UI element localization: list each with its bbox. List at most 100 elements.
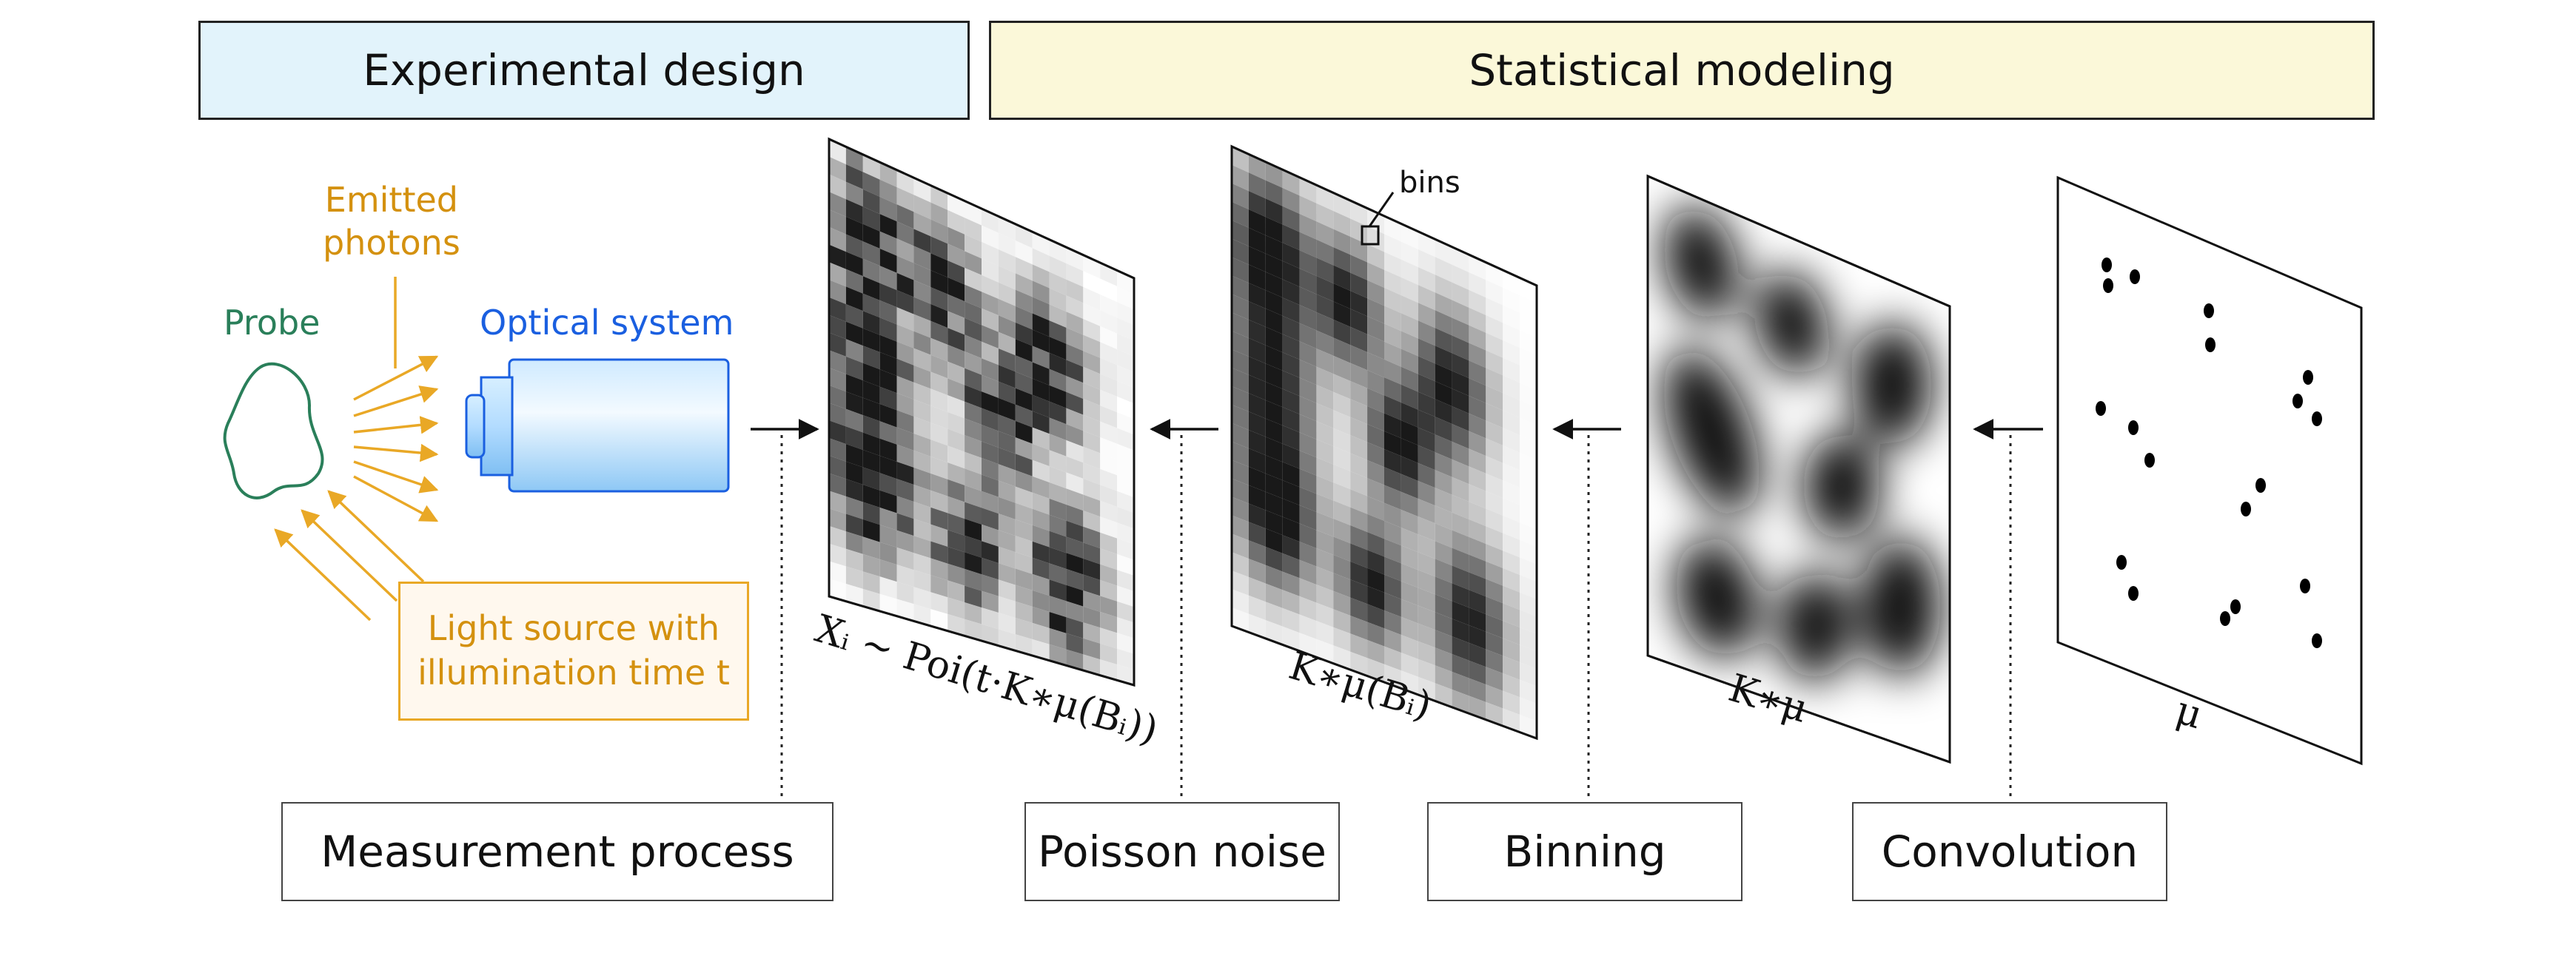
observed-pixel [1100, 485, 1118, 507]
observed-pixel [829, 438, 846, 462]
binned-pixel [1503, 287, 1520, 313]
observed-pixel [1015, 404, 1033, 428]
binned-pixel [1452, 477, 1469, 502]
binned-pixel [1350, 399, 1368, 425]
observed-pixel [1032, 541, 1050, 564]
binned-pixel [1401, 456, 1418, 481]
observed-pixel [913, 297, 931, 321]
observed-pixel [862, 172, 880, 197]
binned-pixel [1520, 575, 1537, 599]
binned-pixel [1452, 689, 1469, 714]
observed-pixel [998, 579, 1016, 602]
binned-pixel [1248, 320, 1266, 346]
observed-pixel [879, 266, 897, 291]
observed-pixel [913, 331, 931, 355]
binned-pixel [1333, 464, 1351, 490]
binned-pixel [1333, 446, 1351, 471]
binned-pixel [1232, 368, 1249, 394]
observed-pixel [947, 226, 965, 252]
binned-pixel [1401, 384, 1418, 410]
observed-pixel [947, 411, 965, 436]
observed-pixel [1015, 454, 1033, 477]
observed-pixel [1032, 329, 1050, 353]
observed-pixel [1049, 352, 1067, 377]
binned-pixel [1350, 597, 1368, 622]
observed-pixel [879, 334, 897, 359]
observed-pixel [965, 251, 982, 275]
binned-pixel [1384, 467, 1401, 492]
observed-pixel [1066, 408, 1084, 431]
binned-pixel [1452, 494, 1469, 519]
binned-pixel [1486, 350, 1503, 376]
binned-pixel [1333, 519, 1351, 544]
binned-pixel [1401, 545, 1418, 570]
observed-pixel [1066, 391, 1084, 415]
observed-pixel [965, 401, 982, 425]
observed-pixel [896, 565, 914, 587]
observed-pixel [896, 221, 914, 246]
observed-pixel [998, 546, 1016, 569]
binned-pixel [1333, 428, 1351, 454]
observed-pixel [965, 585, 982, 608]
observed-pixel [829, 350, 846, 374]
observed-pixel [1117, 585, 1134, 607]
observed-pixel [1066, 263, 1084, 287]
observed-pixel [896, 547, 914, 570]
observed-pixel [829, 280, 846, 305]
observed-pixel [930, 354, 948, 379]
binned-pixel [1316, 621, 1334, 646]
observed-pixel [930, 388, 948, 412]
binned-pixel [1503, 533, 1520, 558]
binned-pixel [1520, 383, 1537, 408]
binned-pixel [1418, 659, 1435, 684]
observed-pixel [1032, 525, 1050, 548]
binned-pixel [1232, 164, 1249, 192]
binned-pixel [1486, 684, 1503, 709]
observed-pixel [1066, 456, 1084, 479]
observed-pixel [1066, 649, 1084, 670]
observed-pixel [930, 457, 948, 479]
binned-pixel [1401, 331, 1418, 357]
observed-pixel [930, 440, 948, 463]
binned-pixel [1486, 403, 1503, 428]
binned-pixel [1435, 505, 1452, 531]
binned-pixel [1503, 445, 1520, 471]
observed-pixel [1032, 590, 1050, 612]
binned-pixel [1435, 665, 1452, 690]
binned-pixel [1248, 503, 1266, 529]
observed-pixel [862, 553, 880, 577]
observed-pixel [829, 174, 846, 200]
binned-pixel [1333, 211, 1351, 237]
binned-pixel [1367, 532, 1384, 557]
binned-pixel [1520, 348, 1537, 373]
observed-pixel [998, 464, 1016, 487]
binned-pixel [1418, 249, 1435, 275]
binned-pixel [1282, 535, 1300, 560]
observed-pixel [845, 584, 863, 607]
binned-pixel [1350, 435, 1368, 460]
binned-pixel [1503, 673, 1520, 698]
binned-pixel [1503, 603, 1520, 627]
observed-pixel [845, 479, 863, 502]
observed-pixel [1083, 366, 1101, 390]
binned-pixel [1350, 345, 1368, 371]
binned-pixel [1401, 581, 1418, 606]
emitted-photons-line-1: Emitted [324, 180, 459, 220]
binned-pixel [1418, 676, 1435, 701]
binned-pixel [1333, 337, 1351, 363]
binned-pixel [1418, 338, 1435, 364]
binned-pixel [1333, 391, 1351, 417]
binned-pixel [1503, 656, 1520, 680]
binned-pixel [1435, 647, 1452, 672]
observed-pixel [829, 491, 846, 514]
observed-pixel [1066, 488, 1084, 511]
observed-pixel [913, 416, 931, 440]
observed-pixel [965, 301, 982, 326]
observed-pixel [965, 368, 982, 392]
observed-pixel [879, 386, 897, 411]
binned-pixel [1282, 260, 1300, 287]
observed-pixel [845, 304, 863, 329]
binned-pixel [1503, 621, 1520, 645]
binned-pixel [1350, 633, 1368, 659]
observed-pixel [862, 311, 880, 335]
